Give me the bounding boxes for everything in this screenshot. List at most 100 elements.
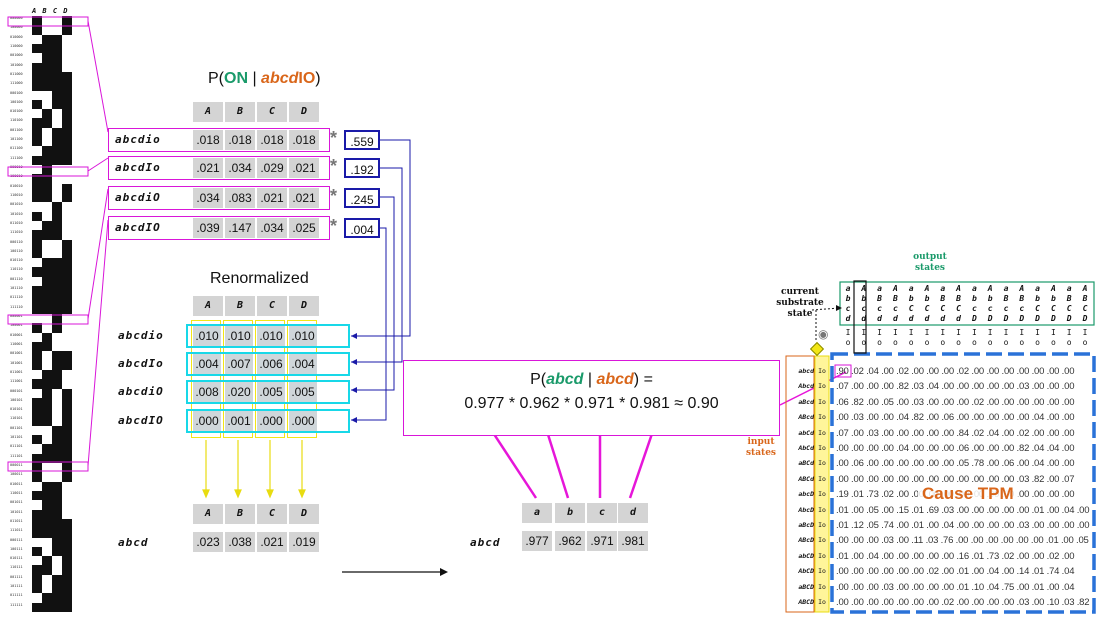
strip-cell <box>52 528 62 538</box>
prob-cell: .018 <box>257 130 287 150</box>
strip-cell <box>42 71 52 82</box>
renorm-cell: .020 <box>225 382 253 402</box>
strip-state-label: 111001 <box>10 379 23 384</box>
strip-cell <box>42 295 52 306</box>
strip-cell <box>42 379 52 389</box>
strip-cell <box>32 425 42 436</box>
tpm-output-letter: d <box>924 314 930 323</box>
strip-connector-2 <box>87 157 109 172</box>
strip-cell <box>32 602 42 613</box>
marginal-cell: .021 <box>257 532 287 552</box>
tpm-row-values: .00 .00 .00 .00 .00 .00 .00 .02 .00 .00 … <box>836 597 1090 608</box>
tpm-io-letter: I <box>956 328 961 337</box>
tpm-io-letter: I <box>940 328 946 337</box>
tpm-output-letter: b <box>845 294 851 303</box>
tpm-io-letter: o <box>956 338 961 347</box>
tpm-output-letter: A <box>892 284 898 293</box>
strip-cell <box>52 518 62 529</box>
strip-state-label: 000110 <box>10 239 23 244</box>
prob-cell: .018 <box>225 130 255 150</box>
tpm-io-letter: I <box>861 328 867 337</box>
prob-cell: .021 <box>289 188 319 208</box>
prob-row-label: abcdIo <box>115 161 161 174</box>
strip-cell <box>52 109 62 119</box>
prob-cell: .025 <box>289 218 319 238</box>
strip-cell <box>42 593 52 604</box>
strip-state-label: 010101 <box>10 407 23 412</box>
strip-cell <box>62 518 72 529</box>
renorm-col-highlight <box>255 320 285 438</box>
strip-cell <box>42 202 52 212</box>
strip-cell <box>32 593 42 604</box>
prob-col-header: A <box>193 102 223 122</box>
strip-cell <box>62 71 72 82</box>
strip-cell <box>42 388 52 399</box>
renorm-col-header: D <box>289 296 319 316</box>
tpm-output-letter: d <box>940 314 946 323</box>
strip-cell <box>42 332 52 343</box>
strip-cell <box>52 192 62 203</box>
renorm-col-highlight <box>287 320 317 438</box>
tpm-row-values: .01 .12 .05 .74 .00 .01 .00 .04 .00 .00 … <box>836 520 1090 531</box>
strip-cell <box>52 602 62 613</box>
renorm-cell: .005 <box>289 382 317 402</box>
tpm-row-io: Io <box>818 567 826 576</box>
tpm-row-label: abcd <box>798 367 814 375</box>
strip-cell <box>62 323 72 334</box>
strip-cell <box>52 444 62 455</box>
strip-cell <box>62 127 72 138</box>
strip-state-label: 001011 <box>10 500 23 505</box>
strip-cell <box>32 62 42 73</box>
strip-cell <box>32 574 42 585</box>
strip-cell <box>42 341 52 352</box>
strip-cell <box>32 267 42 278</box>
strip-cell <box>42 25 52 36</box>
strip-cell <box>52 43 62 54</box>
formula-suffix: ) = <box>633 371 653 388</box>
strip-cell <box>52 584 62 594</box>
strip-cell <box>52 267 62 278</box>
strip-cell <box>52 369 62 380</box>
tpm-row-label: aBCD <box>798 582 814 591</box>
strip-cell <box>52 323 62 334</box>
strip-state-label: 101100 <box>10 137 23 142</box>
tpm-io-letter: I <box>971 328 977 337</box>
strip-cell <box>52 472 62 483</box>
strip-cell <box>52 174 62 185</box>
prob-cell: .021 <box>289 158 319 178</box>
tpm-output-letter: A <box>1050 284 1056 293</box>
strip-state-label: 100110 <box>10 248 23 253</box>
tpm-frame <box>830 352 1096 614</box>
strip-cell <box>32 481 42 492</box>
strip-cell <box>42 360 52 371</box>
strip-cell <box>32 490 42 501</box>
tpm-output-letter: a <box>877 284 882 293</box>
strip-cell <box>42 267 52 278</box>
strip-cell <box>52 137 62 147</box>
renorm-col-highlight <box>191 320 221 438</box>
strip-cell <box>62 435 72 445</box>
strip-state-label: 101110 <box>10 286 23 291</box>
strip-cell <box>62 351 72 361</box>
tpm-io-letter: I <box>877 328 882 337</box>
strip-state-label: 100001 <box>10 323 23 328</box>
strip-cell <box>52 463 62 473</box>
renorm-cell: .000 <box>257 411 285 431</box>
strip-cell <box>32 388 42 399</box>
tpm-output-letter: b <box>908 294 914 303</box>
strip-cell <box>52 425 62 436</box>
strip-cell <box>62 16 72 26</box>
tpm-output-letter: a <box>1066 284 1072 293</box>
strip-cell <box>52 416 62 427</box>
strip-cell <box>42 481 52 492</box>
tpm-output-letter: C <box>924 304 930 313</box>
